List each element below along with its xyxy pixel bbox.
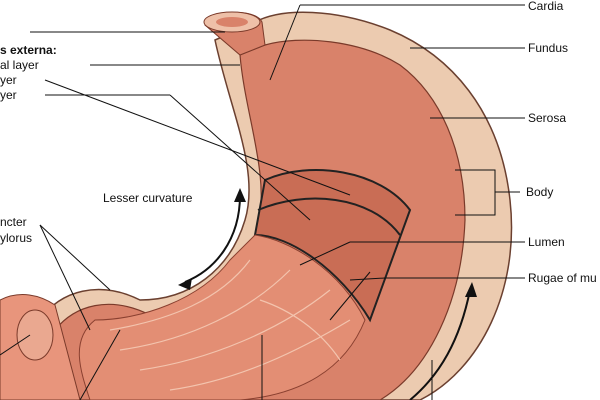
label-cardia: Cardia bbox=[528, 0, 564, 13]
label-circular-layer: yer bbox=[0, 73, 17, 87]
arrow-head-greater bbox=[465, 282, 477, 297]
label-body: Body bbox=[526, 185, 554, 199]
label-longitudinal-layer: al layer bbox=[0, 58, 39, 72]
label-sphincter: ncter bbox=[0, 215, 27, 229]
rugae-folds bbox=[109, 259, 351, 391]
greater-curvature-arrow bbox=[409, 289, 471, 400]
muscle-cutaway bbox=[253, 169, 412, 323]
label-muscularis-externa: s externa: bbox=[0, 43, 57, 57]
label-serosa: Serosa bbox=[528, 111, 567, 125]
label-fundus: Fundus bbox=[528, 41, 569, 55]
label-lesser-curvature: Lesser curvature bbox=[103, 191, 193, 205]
label-lumen: Lumen bbox=[528, 235, 565, 249]
esophagus-lumen bbox=[216, 17, 248, 27]
pyloric-opening bbox=[16, 309, 54, 361]
arrow-head-up bbox=[234, 188, 246, 202]
arrow-head-down bbox=[178, 278, 192, 290]
lesser-curvature-arrow bbox=[184, 194, 241, 283]
label-oblique-layer: yer bbox=[0, 88, 17, 102]
leader-lines bbox=[0, 4, 525, 400]
label-rugae: Rugae of mu bbox=[528, 271, 597, 285]
label-pylorus: ylorus bbox=[0, 231, 33, 245]
cut-edge bbox=[257, 197, 401, 236]
